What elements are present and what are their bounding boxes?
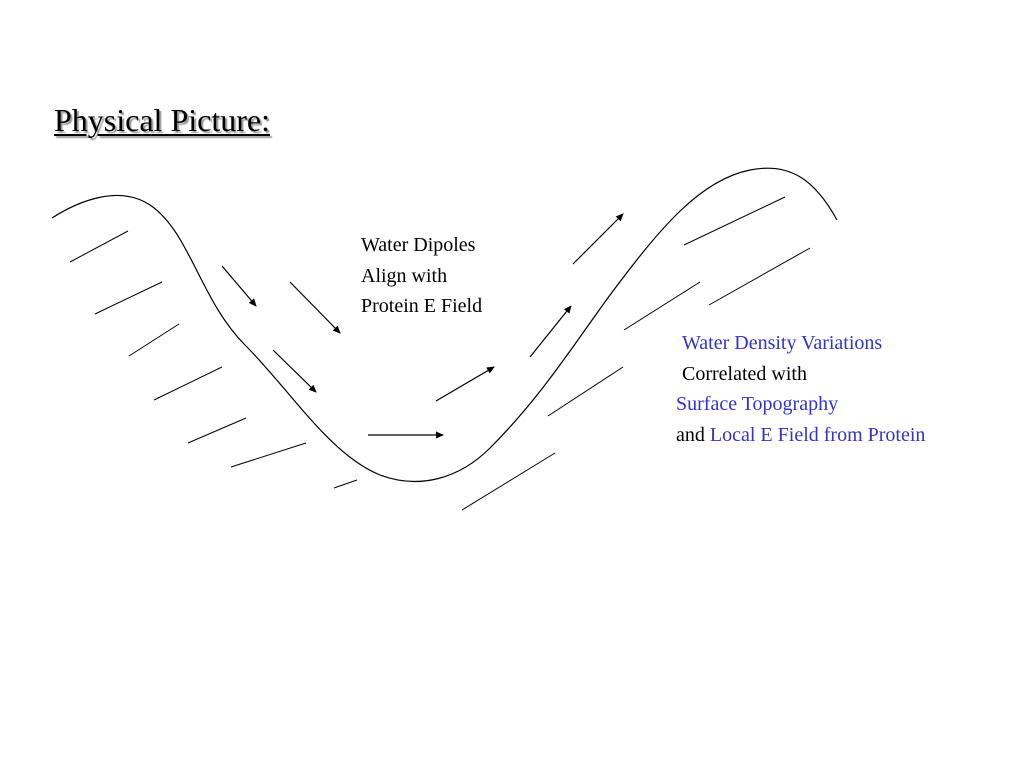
dipole-alignment-label: Water Dipoles Align with Protein E Field	[361, 230, 482, 322]
density-text-line-2: Correlated with	[682, 362, 807, 385]
density-text-line-4-highlight: Local E Field from Protein	[709, 423, 926, 446]
left-water-hatching	[69, 230, 358, 489]
hatch-line	[708, 247, 811, 306]
density-variation-text: Water Density Variations Correlated with…	[676, 328, 925, 450]
hatch-line	[683, 196, 786, 246]
density-text-line-1: Water Density Variations	[682, 332, 883, 354]
dipole-arrow	[529, 305, 572, 358]
dipole-label-line-1: Water Dipoles	[361, 234, 476, 256]
dipole-arrow	[289, 281, 341, 334]
dipole-arrow	[435, 366, 495, 402]
density-text-line-4: and Local E Field from Protein	[676, 420, 925, 451]
hatch-line	[69, 230, 129, 263]
hatch-line	[187, 417, 247, 444]
dipole-label-line-3: Protein E Field	[361, 295, 483, 317]
hatch-line	[547, 366, 624, 417]
dipole-arrow	[221, 265, 257, 307]
right-water-hatching	[461, 196, 811, 511]
hatch-line	[461, 452, 556, 511]
density-text-line-4-prefix: and	[676, 423, 705, 446]
hatch-line	[94, 281, 163, 315]
dipole-arrow	[572, 213, 624, 265]
density-text-line-3: Surface Topography	[676, 393, 839, 415]
dipole-arrow	[272, 349, 317, 393]
hatch-line	[333, 479, 358, 489]
hatch-line	[128, 323, 180, 357]
hatch-line	[230, 442, 307, 468]
slide-title: Physical Picture:	[54, 102, 270, 138]
dipole-arrows	[221, 213, 624, 439]
dipole-label-line-2: Align with	[361, 264, 448, 287]
hatch-line	[623, 281, 701, 331]
hatch-line	[153, 366, 223, 401]
protein-surface-curve	[51, 167, 838, 482]
